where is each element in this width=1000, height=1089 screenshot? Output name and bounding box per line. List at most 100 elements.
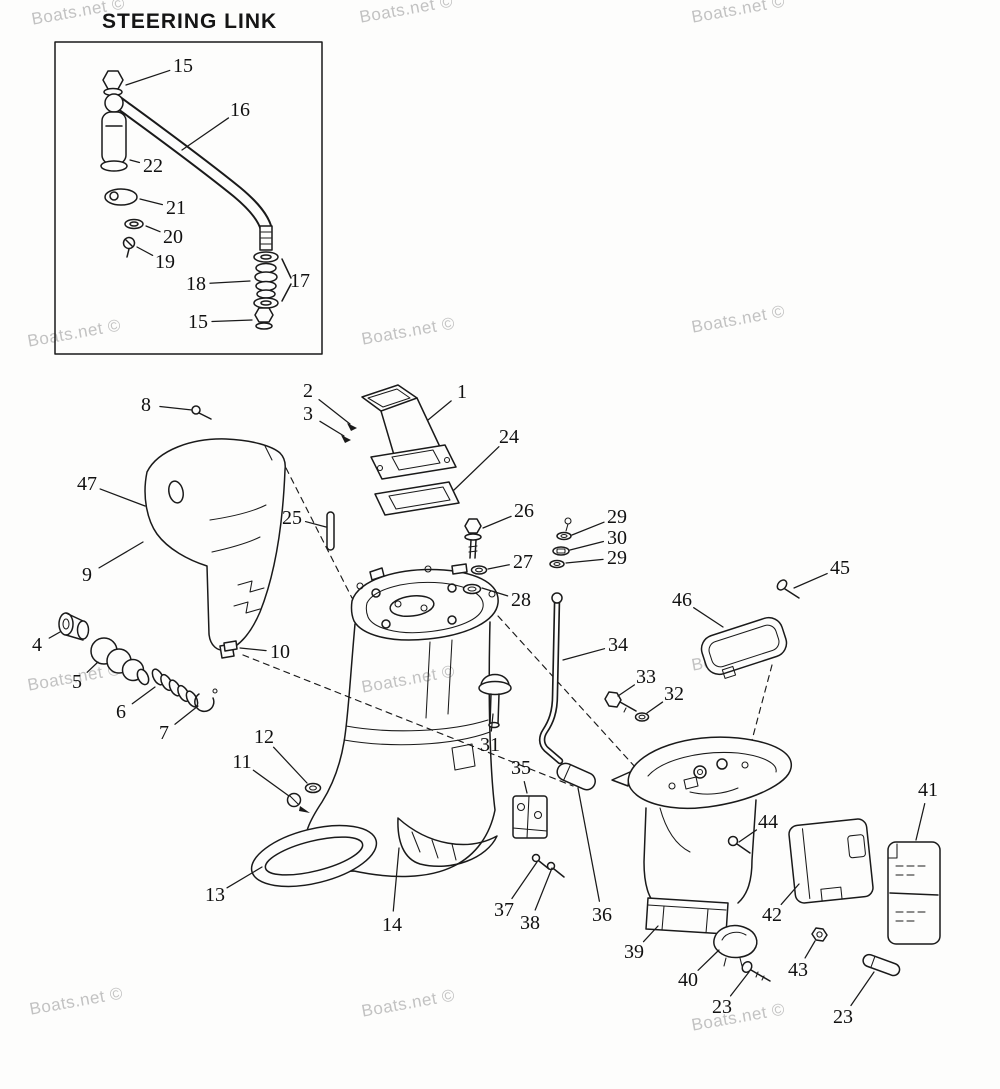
callout-23: 23 (833, 1006, 853, 1028)
callout-7: 7 (159, 722, 169, 744)
callout-33: 33 (636, 666, 656, 688)
callout-1: 1 (457, 381, 467, 403)
leader-line (125, 69, 171, 86)
callout-9: 9 (82, 564, 92, 586)
callout-24: 24 (499, 426, 519, 448)
arrow-3 (341, 435, 351, 443)
callout-25: 25 (282, 507, 302, 529)
arrow-2 (347, 423, 357, 431)
callout-8: 8 (141, 394, 151, 416)
leader-line (571, 521, 605, 536)
leader-line (481, 587, 509, 597)
callout-20: 20 (163, 226, 183, 248)
leader-line (562, 648, 606, 661)
callout-21: 21 (166, 197, 186, 219)
callout-13: 13 (205, 884, 225, 906)
part-42-side-cover (788, 818, 874, 904)
nut-43 (811, 927, 828, 942)
leader-line (804, 940, 816, 959)
callout-14: 14 (382, 914, 402, 936)
callout-30: 30 (607, 527, 627, 549)
washer-27 (470, 565, 488, 575)
part-9-inner-plate (144, 438, 286, 659)
leader-line (427, 400, 452, 421)
washer-32 (634, 712, 650, 722)
leader-line (226, 866, 263, 889)
retainer-ring (194, 693, 215, 713)
pin-10 (223, 640, 238, 652)
inset-title: STEERING LINK (102, 10, 278, 33)
callout-40: 40 (678, 969, 698, 991)
callout-44: 44 (758, 811, 778, 833)
leader-line (534, 867, 553, 911)
leader-line (86, 661, 99, 673)
leader-line (145, 225, 161, 233)
leader-line (511, 861, 538, 900)
callout-11: 11 (232, 751, 251, 773)
leader-line (304, 520, 327, 528)
callout-28: 28 (511, 589, 531, 611)
callout-27: 27 (513, 551, 533, 573)
inset-steering-link (54, 41, 323, 355)
leader-line (209, 280, 251, 284)
leader-line (136, 246, 154, 257)
leader-line (131, 686, 156, 705)
part-24-gasket (374, 481, 460, 516)
leader-line (729, 971, 750, 997)
screw-37 (531, 853, 541, 863)
washer-29 (556, 531, 572, 541)
callout-2: 2 (303, 380, 313, 402)
washer-30 (552, 546, 570, 556)
callout-47: 47 (77, 473, 97, 495)
callout-31: 31 (480, 734, 500, 756)
leader-line (272, 746, 308, 784)
nut-top (102, 70, 124, 90)
alignment-dashes (242, 467, 773, 787)
part-1-adapter (361, 384, 457, 480)
part-14-driveshaft-housing (304, 563, 499, 878)
leader-line (569, 540, 605, 551)
grommet (58, 612, 74, 636)
bolt-33 (604, 691, 622, 708)
screw-38 (546, 861, 556, 871)
callout-19: 19 (155, 251, 175, 273)
callout-23: 23 (712, 996, 732, 1018)
callout-18: 18 (186, 273, 206, 295)
screw-44 (727, 835, 739, 847)
callout-36: 36 (592, 904, 612, 926)
ball-stud (101, 111, 127, 165)
leader-line (577, 787, 601, 902)
screw-45 (776, 579, 788, 591)
leader-line (487, 564, 510, 570)
hardware (191, 405, 901, 982)
callout-10: 10 (270, 641, 290, 663)
leader-line (129, 159, 141, 164)
callout-12: 12 (254, 726, 274, 748)
part-35-bracket (512, 795, 548, 839)
washer-29 (549, 559, 565, 569)
part-46-cover-plate (700, 616, 788, 679)
leader-line (850, 971, 875, 1007)
callout-15: 15 (173, 55, 193, 77)
callout-4: 4 (32, 634, 42, 656)
washer (124, 218, 144, 230)
leader-line (565, 558, 604, 564)
callout-3: 3 (303, 403, 313, 425)
part-31-knob (478, 673, 512, 729)
leader-line (392, 847, 400, 912)
callout-22: 22 (143, 155, 163, 177)
washer (253, 251, 279, 263)
leader-line (99, 488, 146, 507)
leader-line (319, 420, 345, 437)
leader-line (181, 117, 230, 151)
callout-35: 35 (511, 757, 531, 779)
callout-5: 5 (72, 671, 82, 693)
callout-38: 38 (520, 912, 540, 934)
leader-line (523, 780, 528, 794)
callout-34: 34 (608, 634, 628, 656)
leader-line (482, 515, 512, 529)
part-13-band (250, 824, 378, 888)
callout-43: 43 (788, 959, 808, 981)
